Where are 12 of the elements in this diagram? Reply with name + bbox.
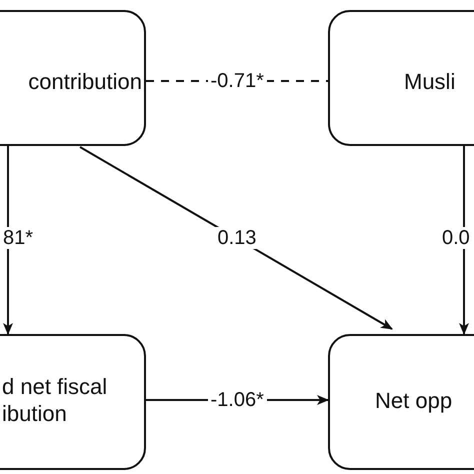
- variable-box: [0, 334, 146, 470]
- variable-box: [328, 334, 474, 470]
- variable-label: Musli: [404, 68, 456, 95]
- arrow: [3, 146, 13, 335]
- arrow: [80, 146, 393, 330]
- arrow: [459, 146, 469, 335]
- variable-box: [0, 10, 146, 146]
- variable-label: Net opp: [375, 387, 454, 414]
- edge-label: 0.13: [214, 227, 260, 249]
- variable-label: d net fiscal ibution: [2, 373, 108, 427]
- variable-label: contribution: [27, 68, 142, 95]
- variable-box: [328, 10, 474, 146]
